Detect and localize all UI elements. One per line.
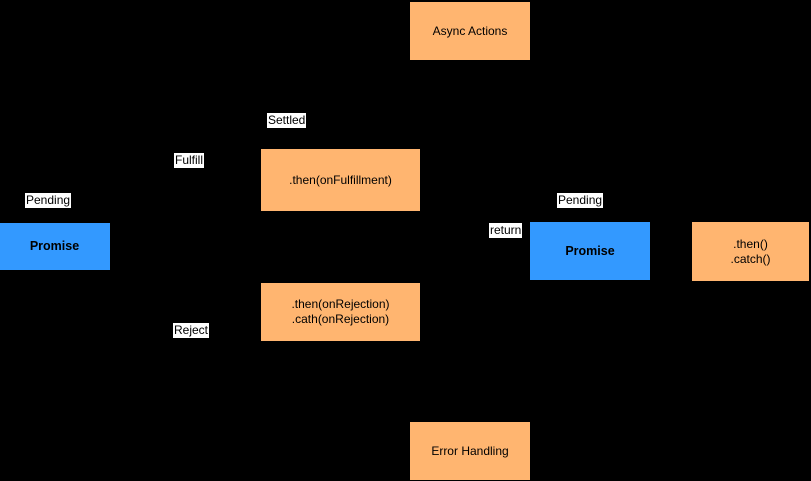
node-then-catch[interactable]: .then() .catch() bbox=[692, 222, 809, 281]
node-async-actions[interactable]: Async Actions bbox=[410, 2, 530, 60]
node-then-onfulfillment[interactable]: .then(onFulfillment) bbox=[261, 149, 420, 211]
node-label: Promise bbox=[29, 239, 80, 253]
node-label: Promise bbox=[565, 243, 615, 258]
edge-label-settled: Settled bbox=[267, 113, 307, 128]
edge-label-return: return bbox=[489, 223, 523, 238]
node-promise-right[interactable]: Promise bbox=[530, 222, 650, 280]
node-error-handling[interactable]: Error Handling bbox=[410, 422, 530, 480]
node-label: Async Actions bbox=[432, 23, 508, 38]
node-promise-left[interactable]: Promise bbox=[0, 223, 110, 270]
edge-label-reject: Reject bbox=[173, 323, 210, 338]
edge-label-fulfill: Fulfill bbox=[174, 153, 205, 168]
node-label: .then() .catch() bbox=[730, 236, 771, 266]
node-label: .then(onFulfillment) bbox=[289, 172, 392, 187]
edge-label-pending-right: Pending bbox=[557, 193, 604, 208]
node-then-onrejection[interactable]: .then(onRejection) .cath(onRejection) bbox=[261, 283, 420, 341]
node-label: .then(onRejection) .cath(onRejection) bbox=[291, 297, 390, 326]
node-label: Error Handling bbox=[431, 443, 509, 458]
edge-label-pending-left: Pending bbox=[25, 193, 72, 208]
